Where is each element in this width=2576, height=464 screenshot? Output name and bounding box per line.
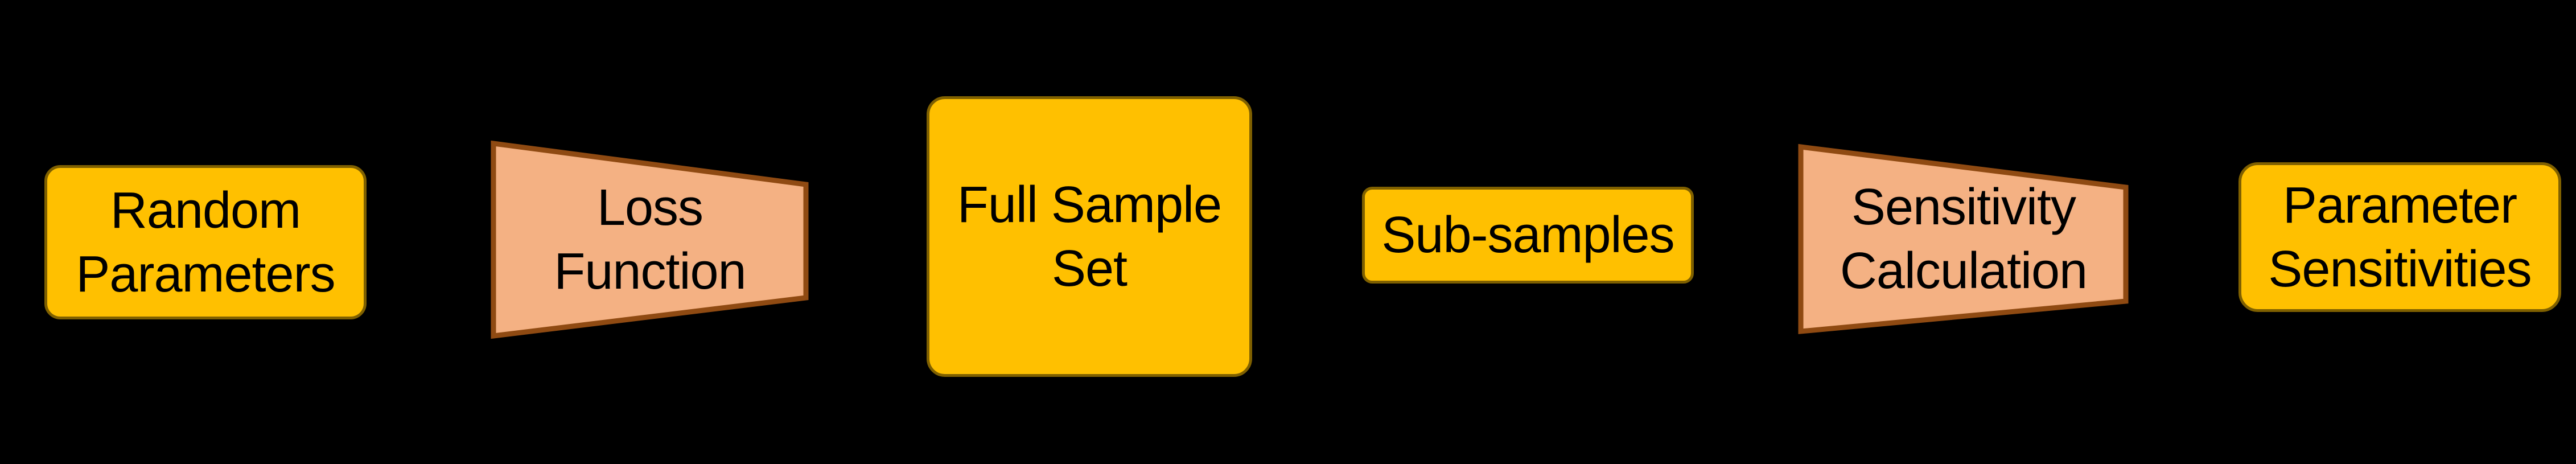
node-parameter-sensitivities: Parameter Sensitivities: [2238, 162, 2561, 312]
node-label: Sub-samples: [1381, 207, 1674, 264]
node-sub-samples: Sub-samples: [1362, 187, 1694, 284]
node-loss-function: Loss Function: [491, 140, 809, 339]
node-label: Sensitivity Calculation: [1840, 179, 2088, 299]
node-full-sample-set: Full Sample Set: [927, 96, 1252, 377]
node-label: Random Parameters: [76, 182, 335, 303]
trapezoid-shape: [491, 140, 809, 339]
node-label: Loss Function: [554, 179, 746, 300]
trapezoid-shape: [1798, 143, 2129, 334]
node-sensitivity-calculation: Sensitivity Calculation: [1798, 143, 2129, 335]
node-label: Full Sample Set: [957, 176, 1222, 297]
node-label: Parameter Sensitivities: [2268, 176, 2532, 298]
node-random-parameters: Random Parameters: [44, 165, 367, 319]
